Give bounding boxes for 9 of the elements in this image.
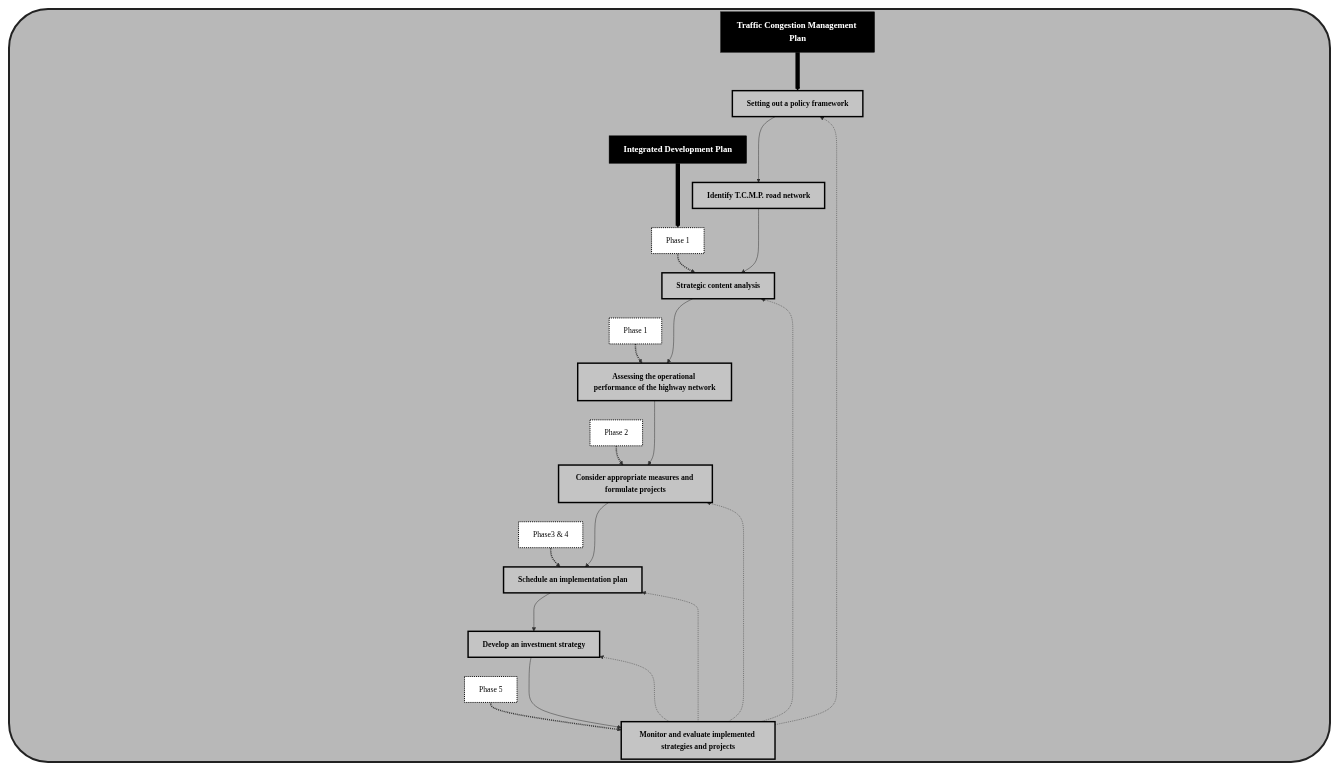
arrow [795,51,800,91]
arrow [490,701,622,732]
arrow [677,252,696,273]
node-box: Integrated Development Plan [608,135,747,164]
arrow [615,445,623,466]
arrow [549,547,561,568]
arrow [634,343,643,364]
node-box: Traffic Congestion Management Plan [720,11,875,53]
arrow [675,162,680,228]
